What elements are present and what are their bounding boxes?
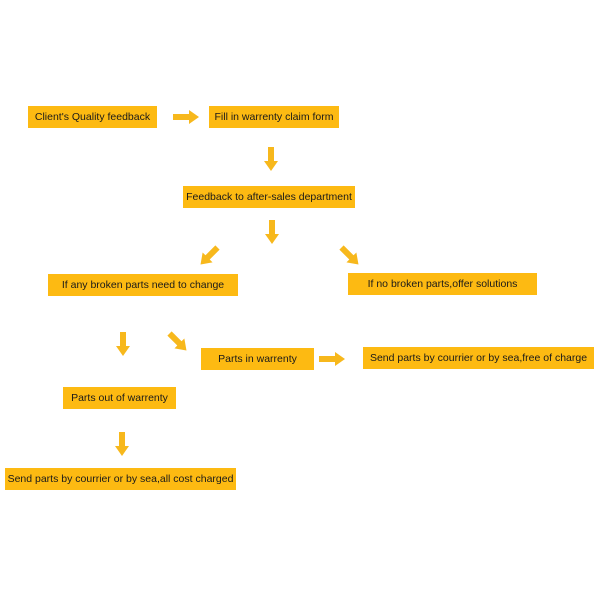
node-broken-parts-need-change: If any broken parts need to change — [48, 274, 238, 296]
node-client-quality-feedback: Client's Quality feedback — [28, 106, 157, 128]
arrow-out-of-warranty-to-send-charged — [115, 432, 129, 456]
arrow-broken-parts-to-out-of-warranty — [116, 332, 130, 356]
node-feedback-after-sales: Feedback to after-sales department — [183, 186, 355, 208]
node-send-parts-free-of-charge: Send parts by courrier or by sea,free of… — [363, 347, 594, 369]
arrow-broken-parts-to-in-warranty — [167, 331, 187, 351]
arrow-after-sales-down — [265, 220, 279, 244]
node-no-broken-parts-offer-solutions: If no broken parts,offer solutions — [348, 273, 537, 295]
node-fill-warranty-claim-form: Fill in warrenty claim form — [209, 106, 339, 128]
arrow-after-sales-to-broken-parts — [200, 245, 220, 265]
arrow-client-to-claim-form — [173, 110, 199, 124]
arrow-claim-form-to-after-sales — [264, 147, 278, 171]
node-parts-in-warranty: Parts in warrenty — [201, 348, 314, 370]
arrow-in-warranty-to-send-free — [319, 352, 345, 366]
arrow-after-sales-to-no-broken-parts — [339, 245, 359, 265]
node-send-parts-all-cost-charged: Send parts by courrier or by sea,all cos… — [5, 468, 236, 490]
node-parts-out-of-warranty: Parts out of warrenty — [63, 387, 176, 409]
